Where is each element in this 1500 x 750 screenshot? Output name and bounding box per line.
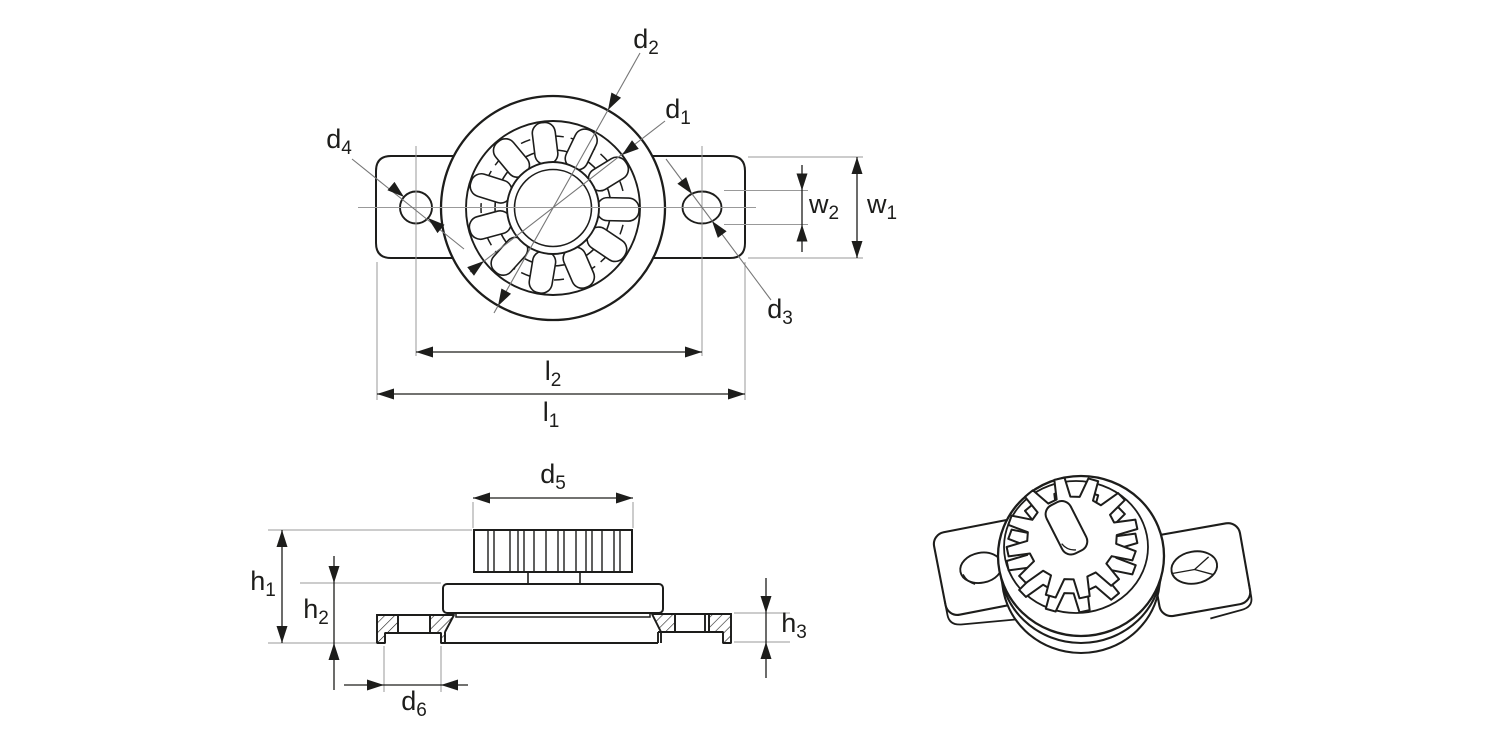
label-h2: h2 [303,594,329,629]
gear-teeth-front [468,121,640,294]
label-w2: w2 [808,189,840,224]
label-d6: d6 [401,686,427,721]
iso-hub-slot [1044,500,1089,556]
extension-and-centerlines [268,146,863,692]
gear-shaft [527,572,581,584]
label-d4: d4 [326,124,352,159]
label-d2: d2 [633,24,659,59]
body-bottom-disc [455,612,651,618]
gear-teeth-side [487,531,621,571]
dimension-arrowheads [276,92,863,691]
label-d3: d3 [767,294,793,329]
label-l1: l1 [542,397,560,432]
damper-body-side [442,583,664,614]
section-hatching [376,613,732,644]
label-h3: h3 [781,608,807,643]
label-h1: h1 [250,566,276,601]
gear-side [473,529,633,573]
iso-view [932,474,1253,655]
label-d1: d1 [665,94,691,129]
side-view [376,529,732,644]
iso-flange-right [1148,522,1253,620]
label-w1: w1 [866,189,898,224]
label-d5: d5 [540,459,566,494]
label-l2: l2 [544,356,562,391]
